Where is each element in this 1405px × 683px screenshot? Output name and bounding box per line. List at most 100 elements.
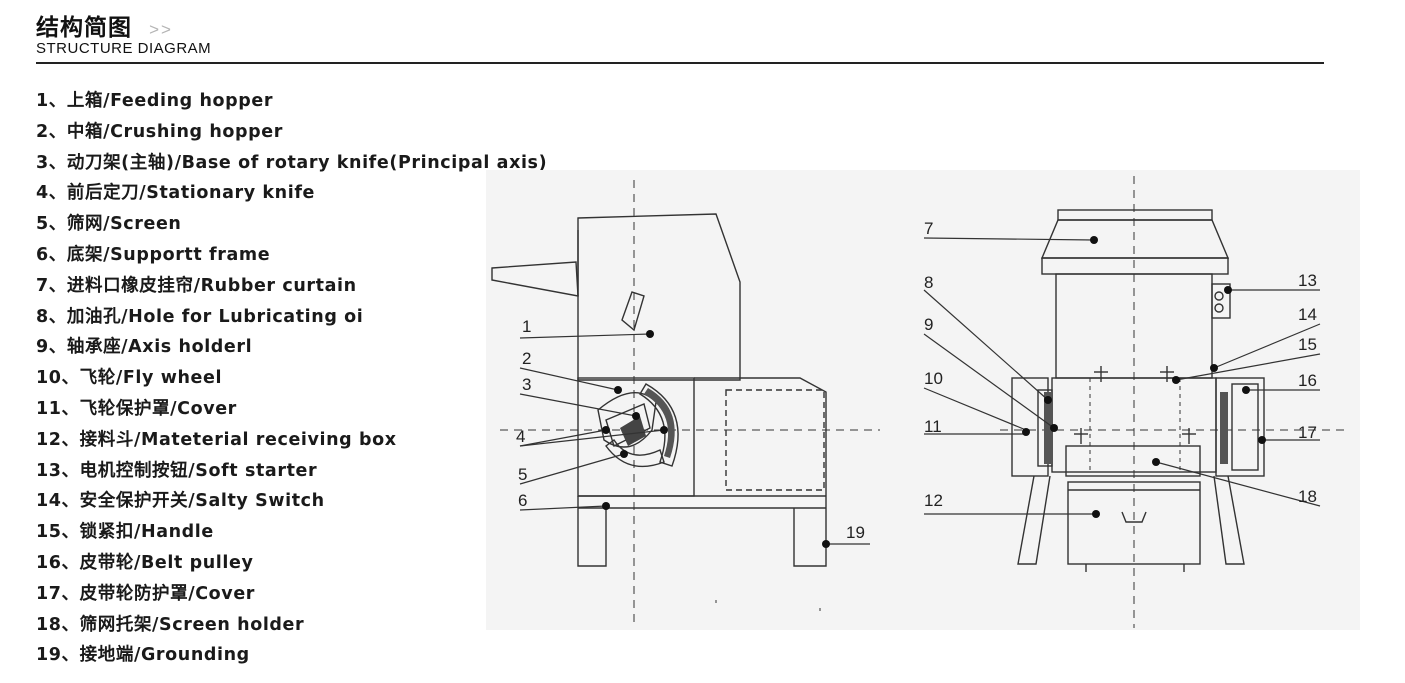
title-underline xyxy=(36,62,1324,64)
leader-8 xyxy=(923,289,1049,401)
leader-9 xyxy=(923,333,1055,429)
leader-2 xyxy=(519,367,619,391)
leader-3 xyxy=(519,393,637,417)
leader-dot xyxy=(822,540,830,548)
legend-item: 18、筛网托架/Screen holder xyxy=(36,614,305,635)
legend-item: 16、皮带轮/Belt pulley xyxy=(36,552,254,573)
part-label-6: 6 xyxy=(518,491,527,510)
leader-1 xyxy=(519,333,651,339)
leader-dot xyxy=(1210,364,1218,372)
part-label-18: 18 xyxy=(1298,487,1317,506)
double-chevron-icon: >> xyxy=(149,20,173,39)
control-box xyxy=(1211,283,1231,319)
part-label-10: 10 xyxy=(924,369,943,388)
legend-item: 6、底架/Supportt frame xyxy=(36,244,271,265)
legend-item: 10、飞轮/Fly wheel xyxy=(36,368,223,389)
box-handle xyxy=(1121,511,1147,523)
front-view xyxy=(1000,176,1346,628)
leader-dot xyxy=(1224,286,1232,294)
parts-legend: 1、上箱/Feeding hopper 2、中箱/Crushing hopper… xyxy=(36,88,547,673)
section-header: 结构简图 >> STRUCTURE DIAGRAM xyxy=(36,8,1324,57)
legend-item: 1、上箱/Feeding hopper xyxy=(36,91,274,111)
title-english: STRUCTURE DIAGRAM xyxy=(36,40,212,57)
legend-item: 19、接地端/Grounding xyxy=(36,645,250,666)
leader-dot xyxy=(1044,396,1052,404)
feeding-hopper-shape xyxy=(577,213,741,381)
leader-10 xyxy=(923,387,1027,431)
leader-dot xyxy=(602,502,610,510)
left-leg xyxy=(1017,475,1051,565)
diagram-background xyxy=(486,170,1360,630)
structure-diagram-svg: 1 2 3 4 5 6 19 7 8 9 10 11 12 13 14 15 1… xyxy=(486,170,1360,630)
legend-item: 15、锁紧扣/Handle xyxy=(36,522,214,543)
leader-dot xyxy=(646,330,654,338)
part-numbers: 1 2 3 4 5 6 19 7 8 9 10 11 12 13 14 15 1… xyxy=(516,219,1317,542)
frame-left-leg xyxy=(577,496,607,567)
legend-item: 13、电机控制按钮/Soft starter xyxy=(36,460,318,481)
part-label-1: 1 xyxy=(522,317,531,336)
part-label-11: 11 xyxy=(924,417,942,436)
legend-item: 8、加油孔/Hole for Lubricating oi xyxy=(36,306,364,327)
viewing-window xyxy=(621,291,645,332)
leader-lines xyxy=(519,237,1321,545)
motor-outline-dashed xyxy=(725,389,825,491)
receiving-box-shape xyxy=(1067,481,1201,565)
screen-hatch xyxy=(644,388,675,458)
frame-right-leg xyxy=(793,496,827,567)
part-label-17: 17 xyxy=(1298,423,1317,442)
part-label-15: 15 xyxy=(1298,335,1317,354)
part-label-16: 16 xyxy=(1298,371,1317,390)
legend-item: 2、中箱/Crushing hopper xyxy=(36,121,283,142)
part-label-3: 3 xyxy=(522,375,531,394)
leader-7 xyxy=(923,237,1095,241)
knife-solid xyxy=(620,416,646,446)
part-label-2: 2 xyxy=(522,349,531,368)
part-label-13: 13 xyxy=(1298,271,1317,290)
right-leg xyxy=(1213,475,1245,565)
leader-dot xyxy=(1258,436,1266,444)
legend-item: 5、筛网/Screen xyxy=(36,214,182,235)
legend-item: 4、前后定刀/Stationary knife xyxy=(36,183,316,204)
stop-button-icon xyxy=(1214,303,1224,313)
front-view-fills xyxy=(1044,392,1228,464)
leader-dot xyxy=(1092,510,1100,518)
part-label-7: 7 xyxy=(924,219,933,238)
screen-shape xyxy=(639,383,679,467)
part-label-19: 19 xyxy=(846,523,865,542)
part-label-14: 14 xyxy=(1298,305,1317,324)
part-label-12: 12 xyxy=(924,491,943,510)
bearing-hatch xyxy=(1044,392,1052,464)
leader-dot xyxy=(602,426,610,434)
leader-dot xyxy=(1090,236,1098,244)
title-chinese: 结构简图 xyxy=(36,15,132,41)
legend-item: 7、进料口橡皮挂帘/Rubber curtain xyxy=(36,275,357,296)
start-button-icon xyxy=(1214,291,1224,301)
belt-cover-shape xyxy=(1215,377,1265,477)
leader-6 xyxy=(519,505,607,511)
legend-item: 11、飞轮保护罩/Cover xyxy=(36,398,237,419)
part-label-5: 5 xyxy=(518,465,527,484)
leader-dots xyxy=(602,236,1266,548)
part-label-8: 8 xyxy=(924,273,933,292)
leader-18 xyxy=(1155,461,1321,507)
leader-14 xyxy=(1213,323,1321,369)
part-label-9: 9 xyxy=(924,315,933,334)
lower-screen-shape xyxy=(605,438,665,468)
leader-4 xyxy=(519,429,607,447)
screen-holder-shape xyxy=(1065,445,1201,477)
leader-5 xyxy=(519,453,625,485)
leader-dot xyxy=(620,450,628,458)
legend-item: 14、安全保护开关/Salty Switch xyxy=(36,491,325,512)
legend-item: 3、动刀架(主轴)/Base of rotary knife(Principal… xyxy=(36,152,548,173)
belt-hatch xyxy=(1220,392,1228,464)
leader-dot xyxy=(1050,424,1058,432)
leader-dot xyxy=(1022,428,1030,436)
leader-dot xyxy=(632,412,640,420)
legend-item: 17、皮带轮防护罩/Cover xyxy=(36,583,256,604)
leader-4b xyxy=(519,429,665,447)
legend-item: 12、接料斗/Mateterial receiving box xyxy=(36,429,397,450)
leader-dot xyxy=(1152,458,1160,466)
part-label-4: 4 xyxy=(516,427,525,446)
motor-housing-shape xyxy=(694,377,827,496)
leader-dot xyxy=(614,386,622,394)
